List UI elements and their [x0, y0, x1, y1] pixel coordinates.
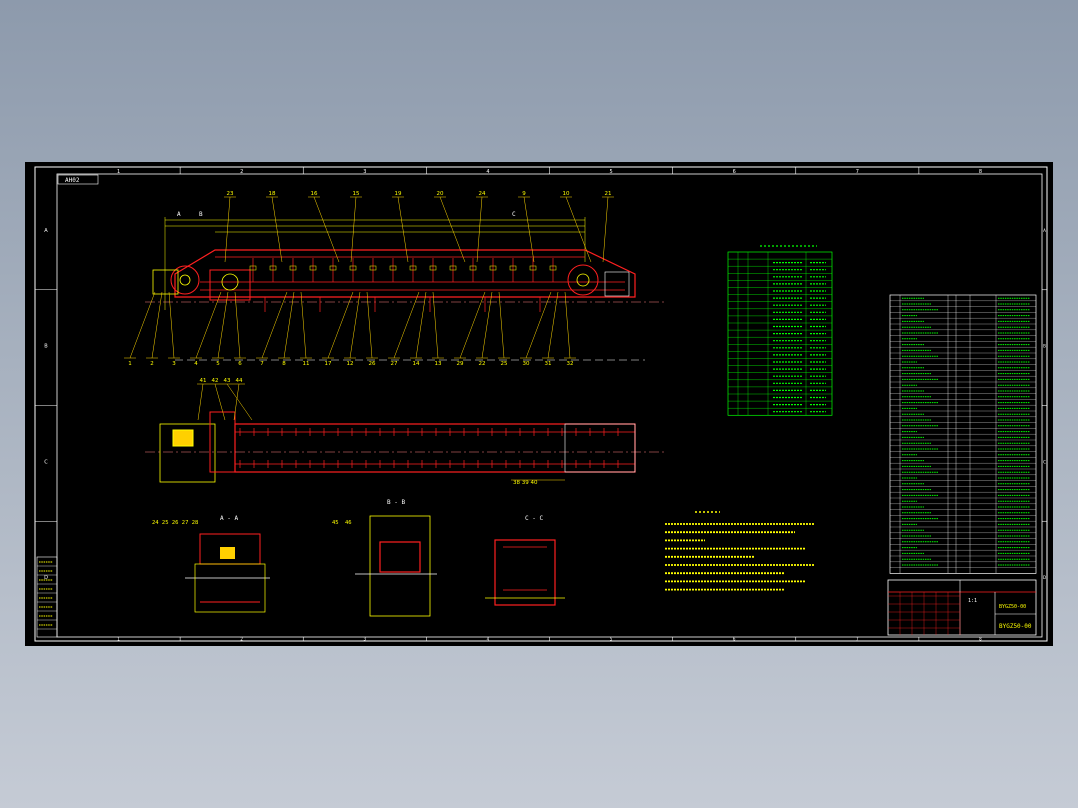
section-bb-label: B - B	[387, 499, 405, 506]
revision-strip	[36, 556, 58, 638]
part-callout: 41	[200, 378, 207, 384]
zone-letter-left: A	[44, 228, 48, 234]
elevation-view	[145, 217, 665, 361]
callout-bb-46: 46	[345, 520, 352, 526]
part-callout: 14	[413, 361, 420, 367]
part-callout: 10	[563, 191, 570, 197]
section-aa	[185, 533, 270, 613]
outer-frame	[34, 166, 1048, 642]
part-callout: 26	[369, 361, 376, 367]
part-callout: 13	[435, 361, 442, 367]
zone-number-bottom: 8	[979, 637, 982, 642]
zone-number-bottom: 3	[364, 637, 367, 642]
zone-number-top: 1	[117, 169, 120, 175]
part-callout: 29	[457, 361, 464, 367]
part-callout: 27	[391, 361, 398, 367]
part-callout: 32	[567, 361, 574, 367]
zone-number-top: 2	[240, 169, 243, 175]
part-callout: 20	[437, 191, 444, 197]
callouts-plan: 41 42 43 44 38 39 40	[197, 378, 565, 486]
part-callout: 17	[325, 361, 332, 367]
zone-letter-right: D	[1043, 575, 1046, 580]
zone-letter-left: B	[44, 344, 48, 350]
zone-number-bottom: 6	[733, 637, 736, 642]
zone-number-bottom: 5	[610, 637, 613, 642]
part-callout: 30	[523, 361, 530, 367]
part-callout: 19	[395, 191, 402, 197]
section-cc	[485, 539, 565, 606]
zone-number-top: 7	[856, 169, 859, 175]
part-callout: 16	[311, 191, 318, 197]
part-callout: 15	[353, 191, 360, 197]
callout-aa-parts: 24 25 26 27 28	[152, 520, 198, 526]
part-callout: 24	[479, 191, 486, 197]
zone-number-top: 6	[733, 169, 736, 175]
part-callout: 11	[303, 361, 310, 367]
zone-number-top: 5	[609, 169, 612, 175]
title-scale: 1:1	[968, 598, 977, 604]
zone-letter-right: C	[1043, 459, 1046, 464]
title-company-line: BYGZ50-00	[999, 604, 1026, 610]
part-callout: 6	[238, 361, 242, 367]
zone-number-top: 4	[486, 169, 489, 175]
cut-marker-a: A	[177, 211, 181, 218]
part-callout: 44	[236, 378, 243, 384]
zone-letter-left: C	[44, 459, 48, 465]
zone-number-bottom: 2	[240, 637, 243, 642]
part-callout: 31	[545, 361, 552, 367]
cut-marker-c: C	[512, 211, 516, 218]
section-bb	[355, 515, 437, 617]
section-cc-label: C - C	[525, 515, 543, 522]
part-callout: 7	[260, 361, 264, 367]
part-callout: 22	[479, 361, 486, 367]
part-callout: 2	[150, 361, 154, 367]
part-callout: 9	[522, 191, 526, 197]
callout-bb-45: 45	[332, 520, 339, 526]
zone-letter-right: B	[1043, 344, 1046, 349]
zone-number-bottom: 1	[117, 637, 120, 642]
zone-letter-left: D	[44, 575, 48, 581]
callouts-top: 23 18 16 15 19 20 24 9 10 21	[224, 191, 614, 263]
corner-tag-box	[57, 174, 99, 185]
zone-letter-right: A	[1043, 228, 1046, 233]
corner-tag: AH02	[65, 177, 80, 184]
part-callout: 18	[269, 191, 276, 197]
zone-number-top: 8	[979, 169, 982, 175]
part-callout: 1	[128, 361, 132, 367]
parts-list-table	[889, 294, 1037, 574]
section-aa-label: A - A	[220, 515, 238, 522]
zone-number-bottom: 7	[856, 637, 859, 642]
technical-data-table	[727, 245, 833, 416]
part-callout: 4	[194, 361, 198, 367]
part-callout: 23	[227, 191, 234, 197]
part-callout: 42	[212, 378, 219, 384]
part-callout: 21	[605, 191, 612, 197]
part-callout: 5	[216, 361, 220, 367]
part-callout: 8	[282, 361, 286, 367]
part-callout-38-40: 38 39 40	[513, 480, 538, 486]
zone-number-bottom: 4	[487, 637, 490, 642]
part-callout: 3	[172, 361, 176, 367]
part-callout: 12	[347, 361, 354, 367]
title-drawing-number: BYGZ50-00	[999, 623, 1032, 630]
part-callout: 43	[224, 378, 231, 384]
technical-notes	[665, 511, 815, 591]
cut-marker-b: B	[199, 211, 203, 218]
zone-number-top: 3	[363, 169, 366, 175]
part-callout: 25	[501, 361, 508, 367]
title-block	[887, 579, 1037, 636]
plan-view	[145, 411, 665, 483]
